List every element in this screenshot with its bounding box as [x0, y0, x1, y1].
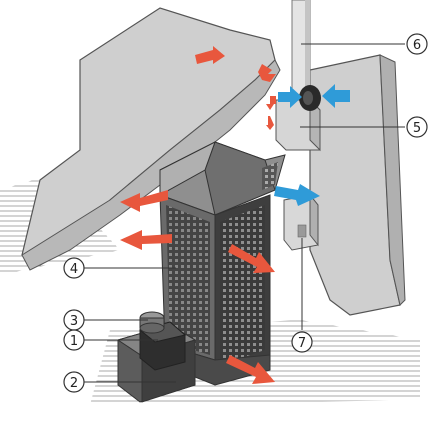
air-intake-box [283, 193, 319, 251]
hot-air-arrow-icon [120, 230, 172, 250]
callout-5: 5 [406, 116, 428, 138]
callout-label-6: 6 [413, 38, 421, 53]
callout-label-2: 2 [70, 376, 78, 391]
callouts: 6 5 4 3 1 2 7 [63, 33, 428, 393]
callout-6: 6 [406, 33, 428, 55]
callout-label-3: 3 [70, 314, 78, 329]
callout-label-4: 4 [70, 262, 78, 277]
cold-air-arrow-icon [278, 86, 302, 108]
callout-4: 4 [63, 257, 85, 279]
hot-air-arrow-icon [258, 64, 276, 82]
hot-air-arrow-icon [226, 355, 275, 384]
hot-air-arrow-icon [266, 116, 274, 130]
hot-air-arrow-icon [266, 96, 276, 110]
wall-left [21, 7, 281, 271]
hot-air-arrows [120, 46, 276, 384]
cold-air-arrow-icon [274, 184, 320, 206]
hot-air-arrow-icon [120, 190, 168, 212]
wall-right [309, 54, 406, 316]
cold-air-arrows [274, 84, 350, 206]
cold-air-arrow-icon [322, 84, 350, 108]
callout-label-5: 5 [413, 121, 421, 136]
callout-3: 3 [63, 309, 85, 331]
hot-air-arrow-icon [195, 46, 225, 64]
leader-lines [84, 43, 405, 383]
heater-unit [159, 140, 286, 386]
flue-connector-box [275, 85, 321, 152]
filter-cap [139, 311, 165, 334]
hot-air-arrow-icon [228, 244, 275, 273]
callout-2: 2 [63, 371, 85, 393]
callout-label-7: 7 [298, 336, 306, 351]
callout-7: 7 [291, 331, 313, 353]
callout-1: 1 [63, 329, 85, 351]
callout-label-1: 1 [70, 334, 78, 349]
